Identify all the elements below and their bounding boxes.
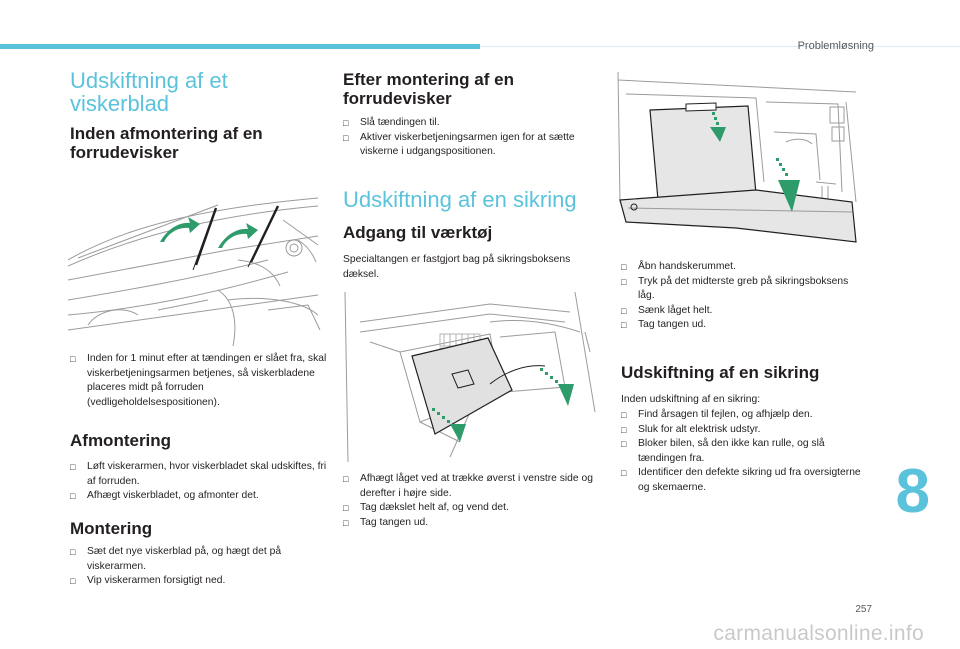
bullet-marker: □ (343, 118, 349, 128)
bullet-marker: □ (70, 547, 76, 557)
bullet-item: □Åbn handskerummet. (621, 260, 861, 275)
bullet-item: □Afhægt låget ved at trække øverst i ven… (343, 472, 601, 501)
bullet-marker: □ (621, 305, 627, 316)
bullet-item: □Tag tangen ud. (621, 318, 861, 333)
bullet-marker: □ (70, 491, 76, 502)
section-header: Problemløsning (797, 40, 874, 52)
bullet-item: □Identificer den defekte sikring ud fra … (621, 466, 861, 495)
bullet-item: □Vip viskerarmen forsigtigt ned. (70, 574, 328, 589)
bullet-marker: □ (70, 462, 76, 472)
bullet-marker: □ (621, 424, 627, 435)
watermark: carmanualsonline.info (713, 622, 924, 645)
page-title: Udskiftning af et viskerblad (70, 68, 228, 116)
before-removal-bullets: □Inden for 1 minut efter at tændingen er… (70, 352, 328, 410)
bullet-item: □Slå tændingen til. (343, 116, 601, 131)
heading-before-removal: Inden afmontering af en forrudevisker (70, 124, 263, 162)
heading-tool-access: Adgang til værktøj (343, 223, 493, 242)
section-color-bar (0, 44, 480, 49)
bullet-item: □Inden for 1 minut efter at tændingen er… (70, 352, 328, 410)
bullet-marker: □ (621, 262, 627, 272)
bullet-item: □Tag tangen ud. (343, 516, 601, 531)
mounting-bullets: □Sæt det nye viskerblad på, og hægt det … (70, 545, 328, 589)
bullet-marker: □ (621, 468, 627, 479)
heading-removal: Afmontering (70, 431, 172, 450)
replacing-fuse-bullets: □Find årsagen til fejlen, og afhjælp den… (621, 408, 861, 496)
heading-after-mounting: Efter montering af en forrudevisker (343, 70, 514, 108)
bullet-marker: □ (343, 503, 349, 514)
bullet-marker: □ (343, 517, 349, 528)
section-divider (480, 46, 960, 47)
page-number: 257 (855, 604, 872, 615)
bullet-marker: □ (621, 410, 627, 420)
glovebox-illustration (617, 72, 857, 243)
chapter-number: 8 (895, 457, 930, 526)
bullet-item: □Sæt det nye viskerblad på, og hægt det … (70, 545, 328, 574)
bullet-marker: □ (621, 276, 627, 287)
bullet-item: □Løft viskerarmen, hvor viskerbladet ska… (70, 460, 328, 489)
heading-replacing-fuse: Udskiftning af en sikring (621, 363, 820, 382)
wiper-illustration (68, 197, 321, 346)
bullet-marker: □ (70, 354, 76, 364)
glovebox-bullets: □Åbn handskerummet. □Tryk på det midters… (621, 260, 861, 333)
bullet-item: □Tryk på det midterste greb på sikringsb… (621, 275, 861, 304)
bullet-marker: □ (621, 439, 627, 450)
bullet-marker: □ (70, 576, 76, 587)
bullet-item: □Afhægt viskerbladet, og afmonter det. (70, 489, 328, 504)
bullet-marker: □ (343, 132, 349, 143)
heading-mounting: Montering (70, 519, 153, 538)
fusebox-cover-illustration (344, 292, 596, 462)
bullet-item: □Find årsagen til fejlen, og afhjælp den… (621, 408, 861, 423)
tool-access-bullets: □Afhægt låget ved at trække øverst i ven… (343, 472, 601, 530)
after-bullets: □Slå tændingen til. □Aktiver viskerbetje… (343, 116, 601, 160)
replacing-fuse-text: Inden udskiftning af en sikring: (621, 394, 761, 405)
bullet-item: □Sænk låget helt. (621, 304, 861, 319)
bullet-item: □Bloker bilen, så den ikke kan rulle, og… (621, 437, 861, 466)
bullet-marker: □ (343, 474, 349, 484)
tool-access-text: Specialtangen er fastgjort bag på sikrin… (343, 254, 571, 280)
bullet-item: □Tag dækslet helt af, og vend det. (343, 501, 601, 516)
bullet-item: □Aktiver viskerbetjeningsarmen igen for … (343, 131, 601, 160)
removal-bullets: □Løft viskerarmen, hvor viskerbladet ska… (70, 460, 328, 504)
bullet-item: □Sluk for alt elektrisk udstyr. (621, 423, 861, 438)
fuse-title: Udskiftning af en sikring (343, 187, 577, 212)
bullet-marker: □ (621, 320, 627, 331)
